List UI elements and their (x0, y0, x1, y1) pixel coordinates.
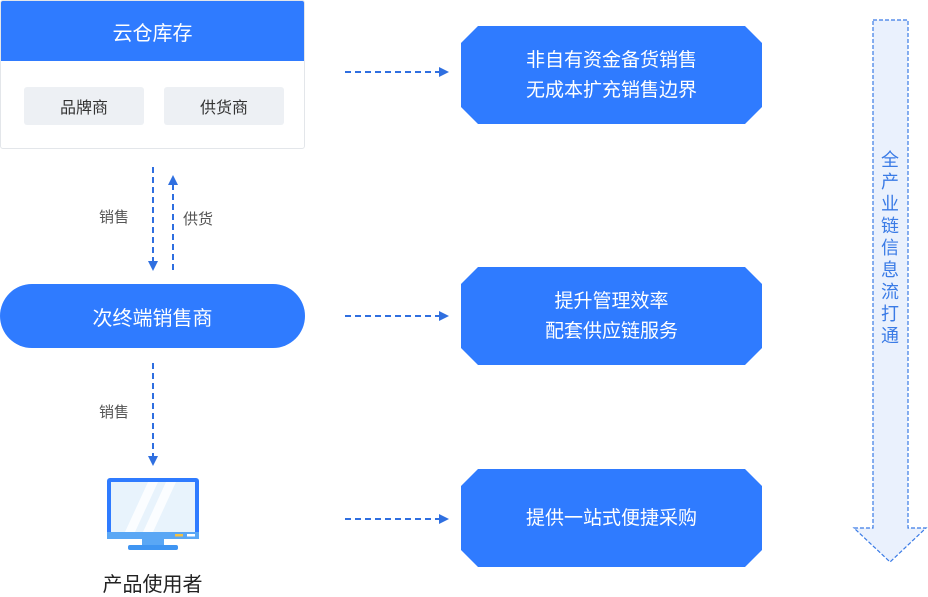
supplier-chip: 供货商 (164, 87, 284, 125)
benefit-box-funding: 非自有资金备货销售 无成本扩充销售边界 (461, 26, 762, 124)
info-flow-char: 业 (881, 194, 899, 215)
info-flow-char: 全 (881, 150, 899, 171)
sale-label-2: 销售 (99, 403, 130, 421)
benefit-line: 提供一站式便捷采购 (525, 507, 697, 529)
info-flow-char: 信 (881, 238, 899, 259)
benefit-line: 提升管理效率 (554, 290, 669, 312)
info-flow-char: 打 (881, 304, 899, 325)
sale-label-1: 销售 (99, 208, 130, 226)
info-flow-text: 全 产 业 链 信 息 流 打 通 (872, 150, 908, 348)
info-flow-char: 流 (881, 282, 899, 303)
info-flow-char: 通 (881, 326, 899, 347)
info-flow-arrow (852, 19, 928, 563)
reseller-node: 次终端销售商 (0, 284, 305, 348)
monitor-icon (107, 478, 199, 550)
info-flow-char: 产 (881, 172, 899, 193)
benefit-line: 无成本扩充销售边界 (525, 79, 697, 101)
info-flow-char: 链 (881, 216, 899, 237)
end-user-label: 产品使用者 (102, 572, 203, 596)
benefit-box-efficiency: 提升管理效率 配套供应链服务 (461, 267, 762, 365)
supply-label: 供货 (183, 210, 214, 228)
benefit-line: 配套供应链服务 (544, 320, 678, 342)
benefit-line: 非自有资金备货销售 (525, 49, 697, 71)
brand-owner-chip: 品牌商 (24, 87, 144, 125)
cloud-warehouse-card: 云仓库存 品牌商 供货商 (0, 0, 305, 149)
benefit-box-procurement: 提供一站式便捷采购 (461, 469, 762, 567)
info-flow-char: 息 (881, 260, 899, 281)
cloud-warehouse-title: 云仓库存 (1, 1, 304, 61)
